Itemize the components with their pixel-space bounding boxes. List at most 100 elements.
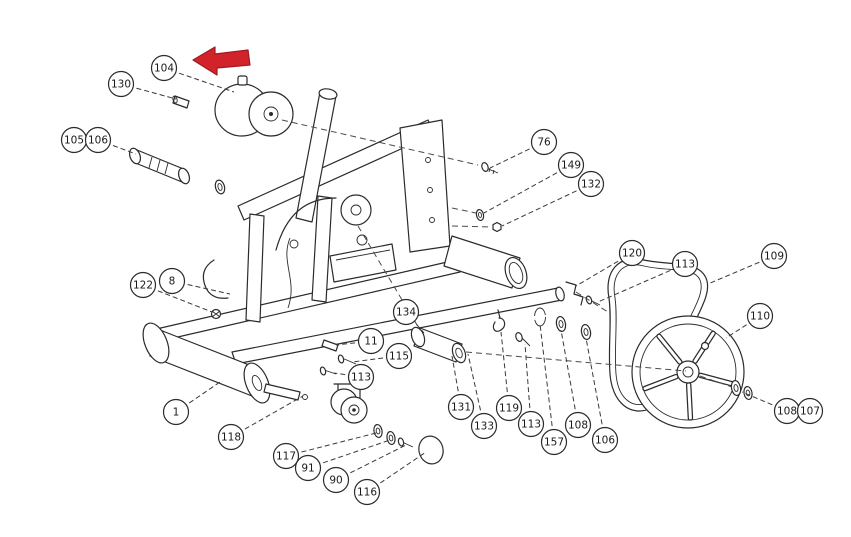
callout-133: 133 [470,412,498,440]
callout-label-130: 130 [111,79,131,91]
callout-109: 109 [760,242,788,270]
callout-circle-76 [530,128,558,156]
callout-circle-110 [746,302,774,330]
callout-label-113a: 113 [675,259,695,271]
callout-106b: 106 [591,426,619,454]
leader-line-157 [539,323,555,443]
callout-106: 106 [84,126,112,154]
leader-lines [97,67,788,493]
callout-108a: 108 [564,411,592,439]
callout-circle-107 [796,397,824,425]
machine-illustration [128,75,753,465]
callout-circle-118 [217,423,245,451]
callout-label-134: 134 [396,307,416,319]
leader-line-11 [335,340,372,346]
callout-label-1: 1 [173,407,180,419]
callout-label-132: 132 [581,179,601,191]
callout-label-117: 117 [276,451,296,463]
leader-line-113c [524,343,532,425]
callout-label-106: 106 [88,135,108,147]
callout-circle-133 [470,412,498,440]
callout-label-119: 119 [499,403,519,415]
callout-label-118: 118 [221,432,241,444]
front-roller-part [142,322,308,404]
callout-label-107: 107 [800,406,820,418]
callout-130: 130 [107,70,135,98]
callout-label-116: 116 [357,487,377,499]
pivot-screw-parts [475,162,502,233]
frame-part [151,88,565,365]
callout-131: 131 [447,393,475,421]
callout-circle-157 [540,428,568,456]
callout-90: 90 [322,466,350,494]
callout-circle-131 [447,393,475,421]
callout-113a: 113 [671,250,699,278]
callout-circle-134 [392,298,420,326]
callout-110: 110 [746,302,774,330]
callout-circle-132 [577,170,605,198]
callout-1: 1 [162,398,190,426]
red-arrow [192,46,251,76]
callout-label-108a: 108 [568,420,588,432]
callout-circle-130 [107,70,135,98]
callout-132: 132 [577,170,605,198]
callout-circle-113c [517,410,545,438]
callout-label-108b: 108 [777,406,797,418]
callout-label-133: 133 [474,421,494,433]
callout-11: 11 [357,327,385,355]
callout-circle-106 [84,126,112,154]
callout-76: 76 [530,128,558,156]
callout-115: 115 [385,342,413,370]
callout-label-149: 149 [561,160,581,172]
callout-circle-122 [129,271,157,299]
callout-label-131: 131 [451,402,471,414]
callout-label-120: 120 [622,248,642,260]
leader-line-106 [97,139,137,155]
callout-104: 104 [150,54,178,82]
callout-113c: 113 [517,410,545,438]
callout-label-115: 115 [389,351,409,363]
callout-label-104: 104 [154,63,174,75]
leader-line-117 [285,432,377,457]
seat-bracket-part [202,259,229,320]
flywheel-part [631,315,753,429]
callout-circle-91 [294,454,322,482]
leader-line-106b [585,337,606,441]
alignment-lines [281,119,733,388]
callout-label-105: 105 [64,135,84,147]
callout-113b: 113 [347,363,375,391]
callout-107: 107 [796,397,824,425]
leader-line-149 [483,164,572,214]
callout-label-157: 157 [544,437,564,449]
callout-label-109: 109 [764,251,784,263]
callout-117: 117 [272,442,300,470]
callout-91: 91 [294,454,322,482]
leader-line-108a [560,329,579,426]
callout-120: 120 [618,239,646,267]
callout-circle-1 [162,398,190,426]
callout-134: 134 [392,298,420,326]
red-arrow-shape [192,46,251,76]
middle-tube-part [319,326,467,376]
callout-119: 119 [495,394,523,422]
callout-circle-104 [150,54,178,82]
callout-label-113c: 113 [521,419,541,431]
callout-108b: 108 [773,397,801,425]
callout-circle-8 [158,267,186,295]
callout-circle-106b [591,426,619,454]
callout-circle-119 [495,394,523,422]
callout-circle-113a [671,250,699,278]
callout-label-8: 8 [169,276,176,288]
leader-line-91 [307,439,391,469]
callout-118: 118 [217,423,245,451]
leader-line-90 [335,444,407,481]
callout-157: 157 [540,428,568,456]
callout-circle-116 [353,478,381,506]
callout-circle-90 [322,466,350,494]
callout-label-91: 91 [301,463,314,475]
callout-circle-149 [557,151,585,179]
callout-circle-109 [760,242,788,270]
